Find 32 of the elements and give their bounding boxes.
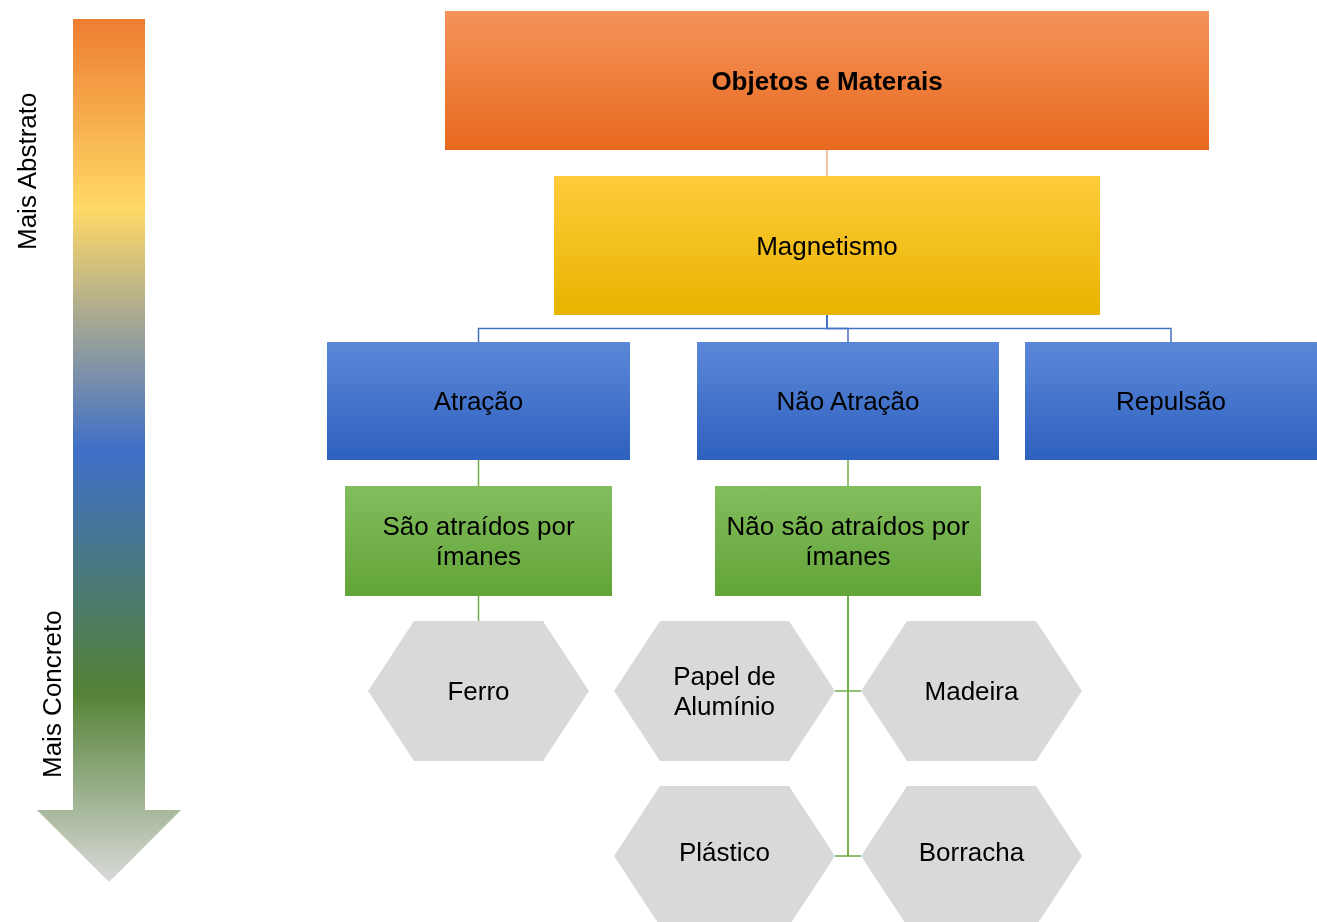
node-label: Repulsão — [1115, 386, 1227, 416]
connector — [826, 314, 1172, 343]
process-box — [715, 486, 981, 596]
node-label: Borracha — [917, 837, 1026, 867]
node-label: Não são atraídos por ímanes — [725, 511, 971, 571]
axis-label: Mais Concreto — [37, 610, 68, 778]
process-box — [1025, 342, 1317, 460]
node-label: Atração — [432, 386, 525, 416]
connector — [826, 149, 828, 177]
axis-label: Mais Abstrato — [12, 92, 43, 250]
node-label: São atraídos por ímanes — [381, 511, 576, 571]
node-label: Objetos e Materais — [710, 65, 944, 96]
hexagon-node — [368, 621, 589, 761]
node-label: Madeira — [923, 676, 1020, 706]
hexagon-node — [861, 786, 1082, 922]
node-label: Magnetismo — [755, 230, 899, 261]
node-label: Ferro — [446, 676, 511, 706]
process-box — [697, 342, 999, 460]
process-box — [345, 486, 612, 596]
process-box — [445, 11, 1209, 150]
connector — [477, 459, 480, 487]
process-box — [554, 176, 1100, 315]
node-label: Não Atração — [775, 386, 921, 416]
node-label: Papel de Alumínio — [672, 661, 777, 721]
hexagon-node — [614, 786, 835, 922]
connector — [847, 459, 849, 487]
connector — [847, 595, 862, 857]
hexagon-node — [861, 621, 1082, 761]
process-box — [327, 342, 630, 460]
hexagon-node — [614, 621, 835, 761]
connector — [477, 595, 480, 622]
node-label: Plástico — [677, 837, 771, 867]
